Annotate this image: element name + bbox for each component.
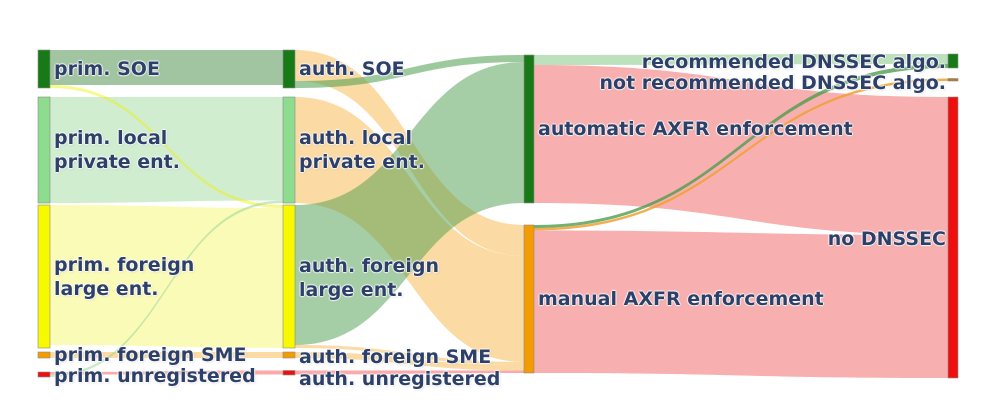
node-auth_unreg[interactable] xyxy=(282,370,296,376)
node-auth_local[interactable] xyxy=(282,96,296,204)
label-line: private ent. xyxy=(54,151,180,173)
label-line: auth. SOE xyxy=(299,58,405,80)
node-no_dnssec[interactable] xyxy=(947,96,959,379)
label-prim_unreg: prim. unregistered xyxy=(54,364,256,388)
flow-auth_sme-to-manual_axfr xyxy=(295,352,524,371)
flow-manual_axfr-to-notrec_algo xyxy=(534,78,948,231)
label-auth_unreg: auth. unregistered xyxy=(299,367,500,391)
node-auth_soe[interactable] xyxy=(282,49,296,89)
flow-auth_soe-to-auto_axfr xyxy=(295,55,524,88)
label-prim_sme: prim. foreign SME xyxy=(54,343,247,367)
label-line: not recommended DNSSEC algo. xyxy=(599,72,947,94)
node-prim_sme[interactable] xyxy=(37,351,51,359)
flow-manual_axfr-to-no_dnssec xyxy=(534,230,948,378)
label-prim_soe: prim. SOE xyxy=(54,57,160,81)
flow-auth_foreign-to-auto_axfr xyxy=(295,62,524,345)
flow-prim_soe-to-auth_foreign xyxy=(50,85,283,208)
label-auth_soe: auth. SOE xyxy=(299,57,405,81)
node-auth_foreign[interactable] xyxy=(282,204,296,349)
label-notrec_algo: not recommended DNSSEC algo. xyxy=(600,71,947,95)
node-prim_soe[interactable] xyxy=(37,49,51,89)
node-manual_axfr[interactable] xyxy=(523,224,535,374)
label-line: large ent. xyxy=(299,279,404,301)
label-line: auth. local xyxy=(299,127,412,149)
label-line: private ent. xyxy=(299,151,425,173)
label-no_dnssec: no DNSSEC xyxy=(828,227,946,251)
label-line: prim. SOE xyxy=(54,58,160,80)
label-rec_algo: recommended DNSSEC algo. xyxy=(642,50,946,74)
node-prim_foreign[interactable] xyxy=(37,204,51,349)
node-auto_axfr[interactable] xyxy=(523,54,535,204)
label-line: automatic AXFR enforcement xyxy=(538,118,853,140)
label-line: prim. local xyxy=(54,127,168,149)
label-line: auth. unregistered xyxy=(299,368,501,390)
flow-prim_unreg-to-auth_unreg xyxy=(50,370,283,375)
flow-prim_foreign-to-auth_foreign xyxy=(50,205,283,348)
node-rec_algo[interactable] xyxy=(947,53,959,69)
label-auth_sme: auth. foreign SME xyxy=(299,345,491,369)
flow-auth_unreg-to-manual_axfr xyxy=(295,370,524,375)
label-line: no DNSSEC xyxy=(827,228,946,250)
label-auto_axfr: automatic AXFR enforcement xyxy=(538,117,853,141)
flow-prim_unreg-to-auth_local xyxy=(50,200,283,377)
label-line: auth. foreign xyxy=(299,255,440,277)
flow-auto_axfr-to-rec_algo xyxy=(534,54,948,65)
node-prim_local[interactable] xyxy=(37,96,51,204)
flow-auto_axfr-to-no_dnssec xyxy=(534,65,948,235)
label-line: prim. foreign xyxy=(54,254,195,276)
label-line: manual AXFR enforcement xyxy=(538,288,824,310)
label-line: auth. foreign SME xyxy=(299,346,492,368)
flow-prim_local-to-auth_local xyxy=(50,97,283,203)
label-line: prim. foreign SME xyxy=(54,344,247,366)
flow-prim_soe-to-auth_soe xyxy=(50,50,283,85)
label-manual_axfr: manual AXFR enforcement xyxy=(538,287,824,311)
node-prim_unreg[interactable] xyxy=(37,371,51,378)
label-line: large ent. xyxy=(54,278,159,300)
label-line: recommended DNSSEC algo. xyxy=(641,51,946,73)
flow-auth_foreign-to-manual_axfr xyxy=(295,345,524,365)
node-auth_sme[interactable] xyxy=(282,351,296,359)
label-line: prim. unregistered xyxy=(54,365,256,387)
node-notrec_algo[interactable] xyxy=(947,78,959,82)
flow-manual_axfr-to-rec_algo xyxy=(534,64,948,228)
